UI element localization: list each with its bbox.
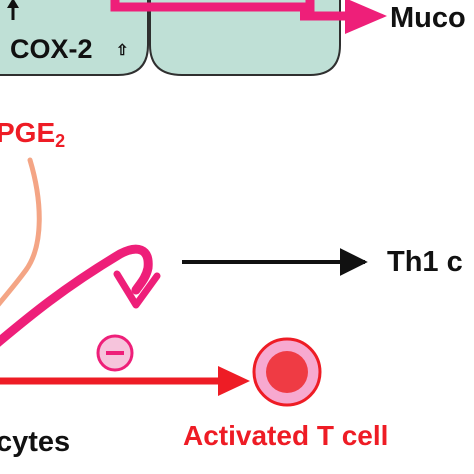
- epithelial-cell-right: [149, 0, 341, 76]
- pge2-subscript: 2: [55, 131, 65, 151]
- pge2-main: PGE: [0, 117, 55, 148]
- cox2-up-arrowhead: [7, 0, 19, 8]
- activated-t-cell-nucleus: [266, 351, 308, 393]
- pge2-label: PGE2: [0, 117, 65, 151]
- cox2-up-arrow-label: ⇧: [116, 42, 129, 59]
- secretion-arrowhead: [345, 0, 387, 34]
- th1-label: Th1 c: [387, 246, 463, 278]
- secretion-box: [110, 0, 315, 12]
- magenta-feedback-arrowhead: [113, 270, 161, 309]
- t-cell-activation-arrowhead: [218, 366, 250, 396]
- cytes-label: cytes: [0, 426, 70, 458]
- epithelial-cell-left: [0, 0, 149, 76]
- pge2-effect-arrow: [0, 157, 42, 307]
- cox2-label: COX-2: [10, 34, 93, 64]
- mucosa-label: Muco: [390, 2, 466, 34]
- activated-t-cell-label: Activated T cell: [183, 420, 388, 451]
- magenta-feedback-arrow: [0, 244, 153, 347]
